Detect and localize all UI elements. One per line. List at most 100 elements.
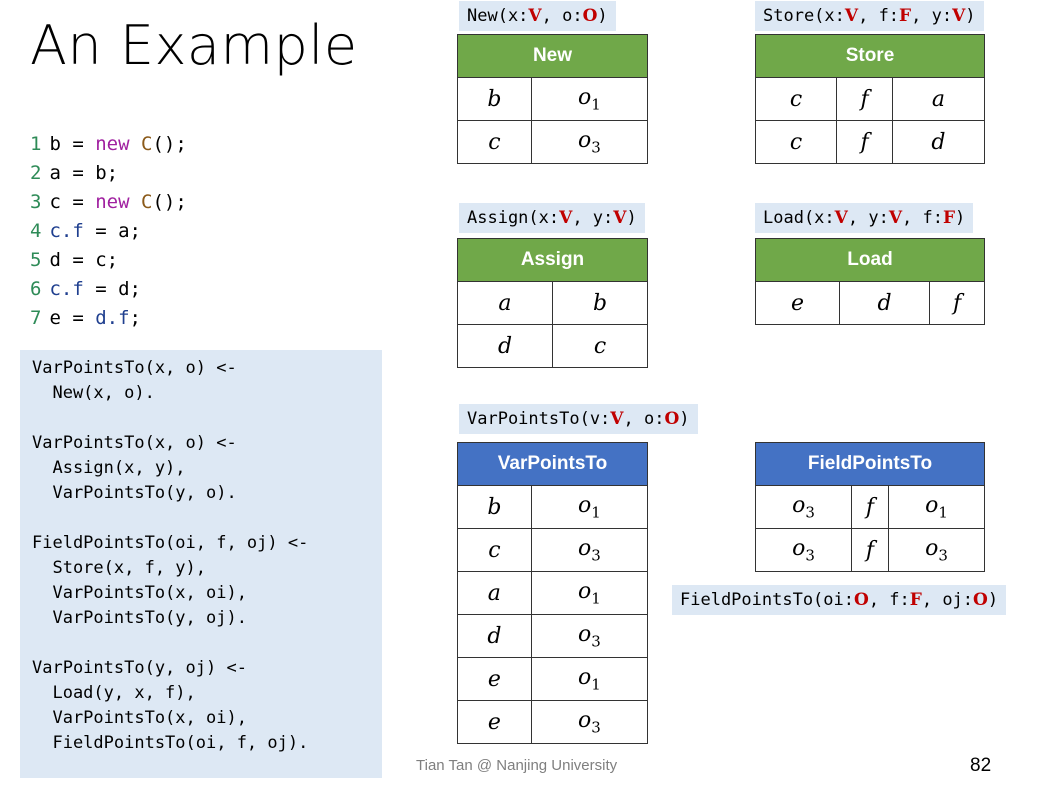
table-cell: a [457,571,532,615]
page-number: 82 [970,755,992,776]
table-cell: o1 [530,657,649,701]
load-signature: Load(x:V, y:V, f:F) [755,203,974,233]
slide-title: An Example [30,14,358,77]
datalog-rules: VarPointsTo(x, o) <- New(x, o). VarPoint… [20,350,382,778]
table-cell: d [891,120,986,164]
code-token: c = [49,191,96,213]
table-cell: c [457,528,532,572]
type-token: O [973,590,988,610]
type-token: V [888,208,903,228]
table-cell: b [457,485,532,529]
code-token: = a; [83,220,141,242]
table-cell: d [457,324,553,368]
type-token: V [613,208,627,228]
code-token: c.f [49,278,84,300]
code-token: a = b; [49,162,119,184]
line-number: 7 [30,307,42,329]
code-token: e = [49,307,96,329]
table-cell: f [836,120,893,164]
signature-token: , o: [541,6,583,26]
signature-token: Load(x: [763,208,835,228]
table-header: Store [755,34,985,78]
varpointsto-signature: VarPointsTo(v:V, o:O) [459,404,698,434]
table-header: VarPointsTo [457,442,648,486]
type-token: F [942,208,956,228]
signature-token: , y: [847,208,889,228]
table-cell: f [929,281,985,325]
code-token [130,191,141,213]
new-signature: New(x:V, o:O) [459,1,616,31]
code-token: b = [49,133,96,155]
line-number: 3 [30,191,42,213]
table-cell: o3 [530,614,649,658]
type-token: V [528,6,542,26]
store-signature: Store(x:V, f:F, y:V) [755,1,984,31]
code-token: new [95,191,130,213]
table-header: Assign [457,238,648,282]
table-cell: d [457,614,532,658]
table-cell: o3 [887,528,986,572]
signature-token: ) [987,590,999,610]
footer-credit: Tian Tan @ Nanjing University [416,757,618,774]
type-token: V [952,6,966,26]
code-token: new [95,133,130,155]
code-line: 7 e = d.f; [30,304,187,333]
table-cell: o1 [530,77,649,121]
table-cell: o1 [530,485,649,529]
table-cell: o3 [530,528,649,572]
table-cell: f [851,528,889,572]
table-cell: e [755,281,840,325]
code-token: d.f [95,307,130,329]
signature-token: FieldPointsTo(oi: [680,590,854,610]
code-token: C [141,191,153,213]
type-token: F [899,6,912,26]
signature-token: , f: [868,590,910,610]
signature-token: , y: [911,6,953,26]
code-line: 2 a = b; [30,159,187,188]
line-number: 6 [30,278,42,300]
table-cell: c [457,120,532,164]
code-token: d = c; [49,249,119,271]
signature-token: ) [597,6,608,26]
signature-token: ) [965,6,976,26]
table-cell: f [851,485,889,529]
signature-token: New(x: [467,6,529,26]
fieldpointsto-signature: FieldPointsTo(oi:O, f:F, oj:O) [672,585,1007,615]
table-cell: o3 [530,700,649,744]
table-cell: e [457,700,532,744]
table-cell: o3 [755,485,852,529]
table-cell: b [457,77,532,121]
signature-token: Store(x: [763,6,845,26]
type-token: O [854,590,869,610]
line-number: 2 [30,162,42,184]
code-token: C [141,133,153,155]
assign-signature: Assign(x:V, y:V) [459,203,645,233]
code-token: ; [129,307,141,329]
signature-token: VarPointsTo(v: [467,409,611,429]
signature-token: ) [679,409,690,429]
table-cell: e [457,657,532,701]
code-token: (); [152,133,187,155]
type-token: V [559,208,573,228]
table-cell: d [838,281,931,325]
